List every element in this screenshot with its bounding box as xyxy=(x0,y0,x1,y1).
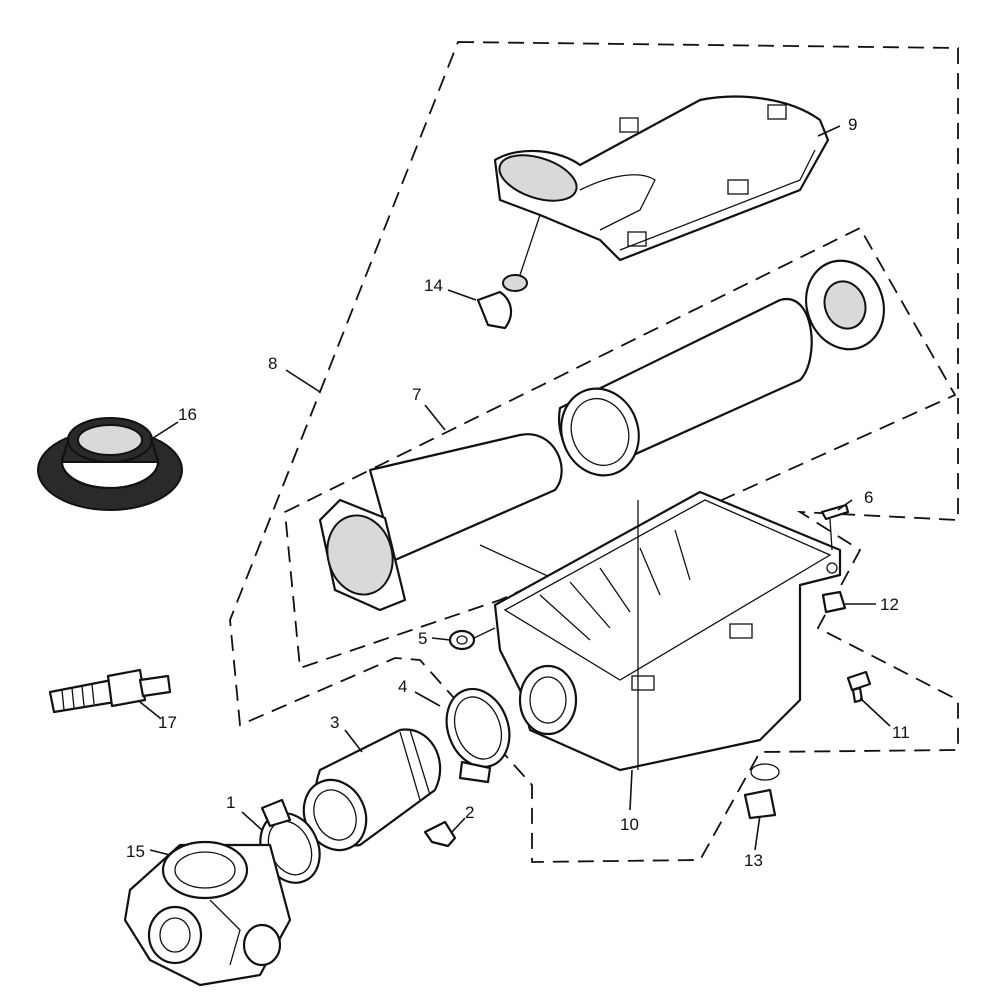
callout-4: 4 xyxy=(398,677,407,696)
leader-lines xyxy=(139,125,891,856)
callout-7: 7 xyxy=(412,385,421,404)
callout-9: 9 xyxy=(848,115,857,134)
clamp-part-4 xyxy=(445,687,511,784)
stud-fitting-part-17 xyxy=(48,668,172,714)
callout-13: 13 xyxy=(744,851,763,870)
filter-element-7-boundary xyxy=(284,226,957,670)
callout-5: 5 xyxy=(418,629,427,648)
callout-labels: 1 2 3 4 5 6 7 8 9 10 11 12 13 14 15 16 1… xyxy=(126,115,910,870)
callout-17: 17 xyxy=(158,713,177,732)
callout-15: 15 xyxy=(126,842,145,861)
callout-1: 1 xyxy=(226,793,235,812)
filter-element-part-7 xyxy=(318,259,885,612)
elbow-fitting-part-14 xyxy=(476,214,541,330)
callout-16: 16 xyxy=(178,405,197,424)
elbow-part-2 xyxy=(423,820,457,848)
clip-part-13 xyxy=(743,763,780,820)
callout-10: 10 xyxy=(620,815,639,834)
callout-14: 14 xyxy=(424,276,443,295)
bolt-part-11 xyxy=(846,670,872,704)
callout-8: 8 xyxy=(268,354,277,373)
airbox-cover-part-9 xyxy=(493,95,830,262)
assembly-8-boundary xyxy=(229,41,959,863)
airbox-base-part-10 xyxy=(493,490,842,772)
grommet-part-5 xyxy=(448,627,496,651)
screw-part-6 xyxy=(820,503,850,574)
carburetor-part-15 xyxy=(123,840,292,987)
callout-12: 12 xyxy=(880,595,899,614)
callout-6: 6 xyxy=(864,488,873,507)
callout-2: 2 xyxy=(465,803,474,822)
flange-seal-part-16 xyxy=(37,417,183,511)
callout-3: 3 xyxy=(330,713,339,732)
grommet-clip-part-12 xyxy=(821,590,847,614)
callout-11: 11 xyxy=(892,723,910,742)
